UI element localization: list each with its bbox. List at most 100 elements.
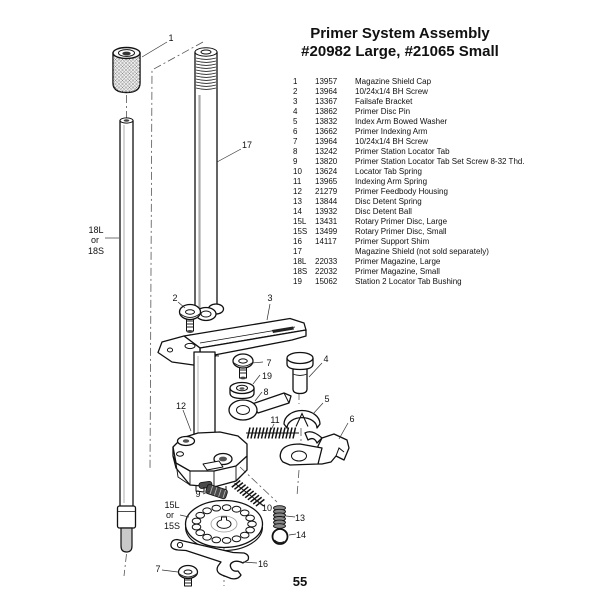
part-label-11: 11 xyxy=(270,415,279,425)
part-number: 21279 xyxy=(315,187,338,196)
part-desc: Failsafe Bracket xyxy=(355,97,413,106)
part-desc: Rotary Primer Disc, Small xyxy=(355,227,447,236)
part-desc: Primer Magazine, Large xyxy=(355,257,441,266)
part-label-18l: 18L xyxy=(88,225,103,235)
part-number: 13844 xyxy=(315,197,338,206)
parts-row: 13 13844 Disc Detent Spring xyxy=(293,197,525,207)
part-ref: 15S xyxy=(293,227,308,236)
part-number: 13964 xyxy=(315,137,338,146)
part-label-4: 4 xyxy=(323,354,328,364)
part-ref: 1 xyxy=(293,77,298,86)
part-label-12: 12 xyxy=(176,401,186,411)
part-16-primer-support-shim-drawing xyxy=(170,538,250,580)
part-ref: 18S xyxy=(293,267,308,276)
part-ref: 9 xyxy=(293,157,298,166)
part-4-primer-disc-pin-drawing xyxy=(286,351,314,395)
part-number: 13662 xyxy=(315,127,338,136)
part-number: 13964 xyxy=(315,87,338,96)
part-label-19: 19 xyxy=(262,371,272,381)
part-11-indexing-arm-spring-drawing xyxy=(246,427,299,439)
part-desc: Station 2 Locator Tab Bushing xyxy=(355,277,462,286)
part-number: 13499 xyxy=(315,227,338,236)
part-6-primer-indexing-arm-drawing xyxy=(279,431,350,466)
parts-row: 14 13932 Disc Detent Ball xyxy=(293,207,525,217)
part-desc: Rotary Primer Disc, Large xyxy=(355,217,448,226)
part-ref: 15L xyxy=(293,217,307,226)
part-desc: Disc Detent Ball xyxy=(355,207,412,216)
part-14-disc-detent-ball-drawing xyxy=(271,528,289,545)
part-desc: Primer Magazine, Small xyxy=(355,267,440,276)
part-label-16: 16 xyxy=(258,559,268,569)
part-label-7-lower: 7 xyxy=(155,564,160,574)
part-ref: 14 xyxy=(293,207,302,216)
part-desc: 10/24x1/4 BH Screw xyxy=(355,137,428,146)
part-label-6: 6 xyxy=(349,414,354,424)
part-1-magazine-shield-cap-drawing xyxy=(112,46,141,94)
part-desc: Primer Station Locator Tab xyxy=(355,147,450,156)
part-number: 13862 xyxy=(315,107,338,116)
part-desc: Primer Disc Pin xyxy=(355,107,411,116)
part-13-disc-detent-spring-drawing xyxy=(273,505,286,529)
part-ref: 11 xyxy=(293,177,302,186)
part-number: 13932 xyxy=(315,207,338,216)
part-ref: 8 xyxy=(293,147,298,156)
parts-row: 18S 22032 Primer Magazine, Small xyxy=(293,267,525,277)
part-number: 13367 xyxy=(315,97,338,106)
part-number: 13965 xyxy=(315,177,338,186)
part-ref: 19 xyxy=(293,277,302,286)
part-number: 13242 xyxy=(315,147,338,156)
part-18-primer-magazine-drawing xyxy=(116,117,137,553)
part-label-9: 9 xyxy=(195,489,200,499)
part-label-8: 8 xyxy=(263,387,268,397)
part-2-bh-screw-drawing xyxy=(178,303,202,333)
parts-row: 7 13964 10/24x1/4 BH Screw xyxy=(293,137,525,147)
part-ref: 10 xyxy=(293,167,302,176)
part-number: 15062 xyxy=(315,277,338,286)
part-desc: Primer Indexing Arm xyxy=(355,127,428,136)
part-12-primer-feedbody-housing-drawing xyxy=(172,351,248,493)
part-desc: Indexing Arm Spring xyxy=(355,177,428,186)
part-label-1: 1 xyxy=(168,33,173,43)
part-callout-labels: 1 1 7 18L or 18S 2 3 7 19 8 4 5 11 6 12 9… xyxy=(88,33,355,574)
part-desc: Disc Detent Spring xyxy=(355,197,422,206)
part-label-5: 5 xyxy=(324,394,329,404)
part-label-14: 14 xyxy=(296,530,306,540)
part-ref: 4 xyxy=(293,107,298,116)
part-number: 13624 xyxy=(315,167,338,176)
page-title: Primer System Assembly #20982 Large, #21… xyxy=(250,25,550,61)
part-desc: Primer Feedbody Housing xyxy=(355,187,448,196)
part-number: 14117 xyxy=(315,237,337,246)
part-label-2: 2 xyxy=(172,293,177,303)
parts-row: 19 15062 Station 2 Locator Tab Bushing xyxy=(293,277,525,287)
part-number: 13820 xyxy=(315,157,338,166)
part-ref: 18L xyxy=(293,257,307,266)
part-ref: 13 xyxy=(293,197,302,206)
part-desc: Primer Support Shim xyxy=(355,237,430,246)
parts-row: 15S 13499 Rotary Primer Disc, Small xyxy=(293,227,525,237)
part-label-15l: 15L xyxy=(164,500,179,510)
part-3-failsafe-bracket-drawing xyxy=(157,317,307,367)
part-number: 22033 xyxy=(315,257,338,266)
parts-row: 2 13964 10/24x1/4 BH Screw xyxy=(293,87,525,97)
part-label-13: 13 xyxy=(295,513,305,523)
part-ref: 7 xyxy=(293,137,298,146)
parts-row: 8 13242 Primer Station Locator Tab xyxy=(293,147,525,157)
part-15-rotary-primer-disc-drawing xyxy=(184,499,264,552)
part-number: 22032 xyxy=(315,267,338,276)
part-desc: 10/24x1/4 BH Screw xyxy=(355,87,428,96)
part-label-7-upper: 7 xyxy=(266,358,271,368)
part-label-15-or: or xyxy=(166,510,174,520)
part-ref: 3 xyxy=(293,97,298,106)
part-ref: 2 xyxy=(293,87,298,96)
part-19-locator-tab-bushing-drawing xyxy=(229,381,255,400)
part-9-set-screw-drawing xyxy=(205,484,228,500)
